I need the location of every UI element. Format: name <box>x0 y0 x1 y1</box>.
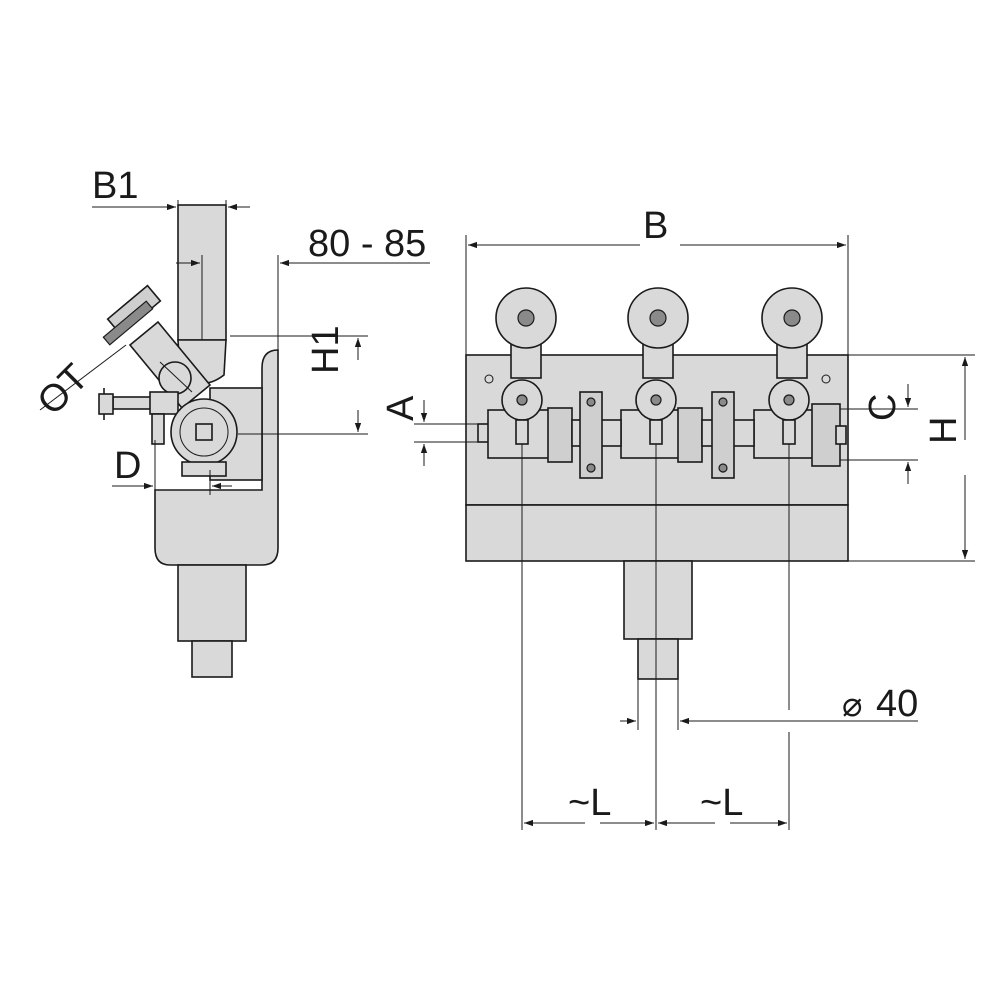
label-diameter-value: 40 <box>876 683 918 725</box>
label-ot: OT <box>30 356 97 423</box>
dim-80-85 <box>176 255 430 350</box>
label-b1: B1 <box>92 165 138 207</box>
valve-stack-1 <box>495 287 557 445</box>
mount-hole-right <box>821 374 831 384</box>
label-h1: H1 <box>305 325 347 374</box>
drain-valve <box>98 388 179 445</box>
bottom-pipe <box>177 564 247 642</box>
header-circle <box>170 398 238 466</box>
label-b: B <box>643 205 668 247</box>
label-l-right: ~L <box>700 782 743 824</box>
clamp-2 <box>711 391 735 479</box>
mount-hole-left <box>484 374 494 384</box>
clamp-1-bolt-bottom <box>586 463 596 473</box>
dim-a <box>414 400 478 466</box>
label-c: C <box>862 394 904 421</box>
base-bracket <box>465 504 849 562</box>
union-2a <box>677 407 703 463</box>
dim-h <box>848 354 975 562</box>
header-inner <box>179 407 229 457</box>
header-foot <box>181 461 227 477</box>
header-square <box>195 423 213 441</box>
valve-stack-3 <box>761 287 823 445</box>
dim-b1 <box>92 200 250 340</box>
front-bottom-pipe <box>623 560 693 640</box>
end-plug-right <box>835 425 847 445</box>
clamp-2-bolt-top <box>718 397 728 407</box>
dim-c <box>840 384 918 484</box>
valve-stack-2 <box>627 287 689 445</box>
bottom-stub <box>191 640 233 678</box>
dim-b <box>465 235 849 355</box>
clamp-2-bolt-bottom <box>718 463 728 473</box>
front-view: B A C H <box>380 205 975 830</box>
dim-d <box>112 440 232 495</box>
angled-valve <box>102 284 212 410</box>
wall-bracket <box>154 349 279 566</box>
label-h: H <box>923 417 965 444</box>
label-80-85: 80 - 85 <box>308 223 426 265</box>
union-1a <box>547 407 573 463</box>
clamp-1-bolt-top <box>586 397 596 407</box>
dim-h1 <box>230 335 368 435</box>
label-a: A <box>380 395 422 421</box>
dim-diameter-40 <box>620 679 918 730</box>
front-bottom-stub <box>637 638 679 680</box>
dim-ot-line <box>39 344 127 411</box>
clamp-1 <box>579 391 603 479</box>
label-l-left: ~L <box>568 782 611 824</box>
label-d: D <box>114 445 141 487</box>
side-view: B1 80 - 85 OT H1 D <box>30 165 430 678</box>
label-diameter-symbol: ⌀ <box>842 686 862 724</box>
